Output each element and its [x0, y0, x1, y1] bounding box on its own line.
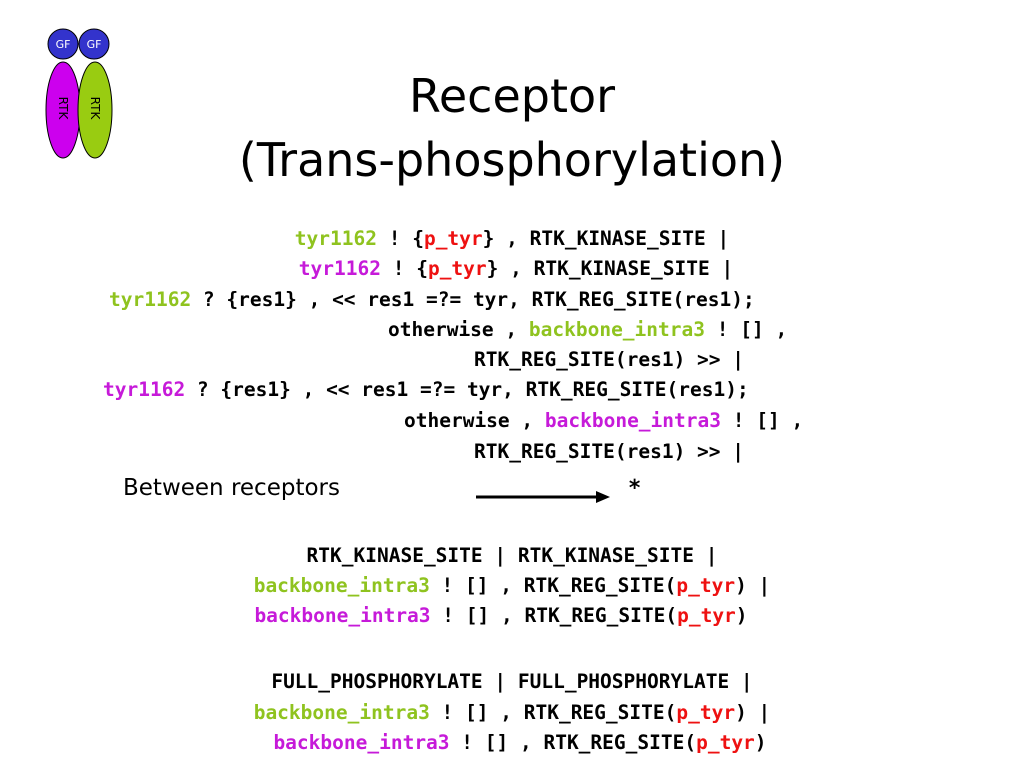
code-line-13: backbone_intra3 ! [] , RTK_REG_SITE(p_ty… [253, 701, 771, 724]
title-line-1: Receptor [408, 69, 616, 123]
gf-right-icon [78, 28, 110, 60]
code-line-6: tyr1162 ? {res1} , << res1 =?= tyr, RTK_… [103, 378, 749, 401]
rtk-left-label: RTK [56, 97, 70, 121]
code-line-10: backbone_intra3 ! [] , RTK_REG_SITE(p_ty… [253, 574, 771, 597]
slide-title: Receptor (Trans-phosphorylation) [0, 64, 1024, 192]
code-line-12: FULL_PHOSPHORYLATE | FULL_PHOSPHORYLATE … [271, 670, 753, 693]
code-line-5: RTK_REG_SITE(res1) >> | [474, 348, 745, 371]
code-line-9: RTK_KINASE_SITE | RTK_KINASE_SITE | [306, 544, 718, 567]
gf-left-icon [47, 28, 79, 60]
code-line-2: tyr1162 ! {p_tyr} , RTK_KINASE_SITE | [298, 257, 734, 280]
code-line-1: tyr1162 ! {p_tyr} , RTK_KINASE_SITE | [294, 227, 730, 250]
code-line-4: otherwise , backbone_intra3 ! [] , [388, 318, 788, 341]
code-line-14: backbone_intra3 ! [] , RTK_REG_SITE(p_ty… [273, 731, 767, 754]
code-line-11: backbone_intra3 ! [] , RTK_REG_SITE(p_ty… [254, 604, 748, 627]
rtk-right-icon [77, 61, 113, 159]
title-line-2: (Trans-phosphorylation) [238, 133, 786, 187]
between-receptors-label: Between receptors [123, 475, 340, 501]
receptor-dimer-icon: GF GF RTK RTK [45, 28, 113, 159]
code-line-3: tyr1162 ? {res1} , << res1 =?= tyr, RTK_… [109, 288, 755, 311]
rtk-right-label: RTK [88, 97, 102, 121]
code-line-7: otherwise , backbone_intra3 ! [] , [404, 409, 804, 432]
arrow-right-icon [476, 491, 610, 503]
gf-left-label: GF [56, 38, 71, 51]
gf-right-label: GF [87, 38, 102, 51]
wildcard-star: * [628, 476, 642, 501]
code-line-8: RTK_REG_SITE(res1) >> | [474, 440, 745, 463]
